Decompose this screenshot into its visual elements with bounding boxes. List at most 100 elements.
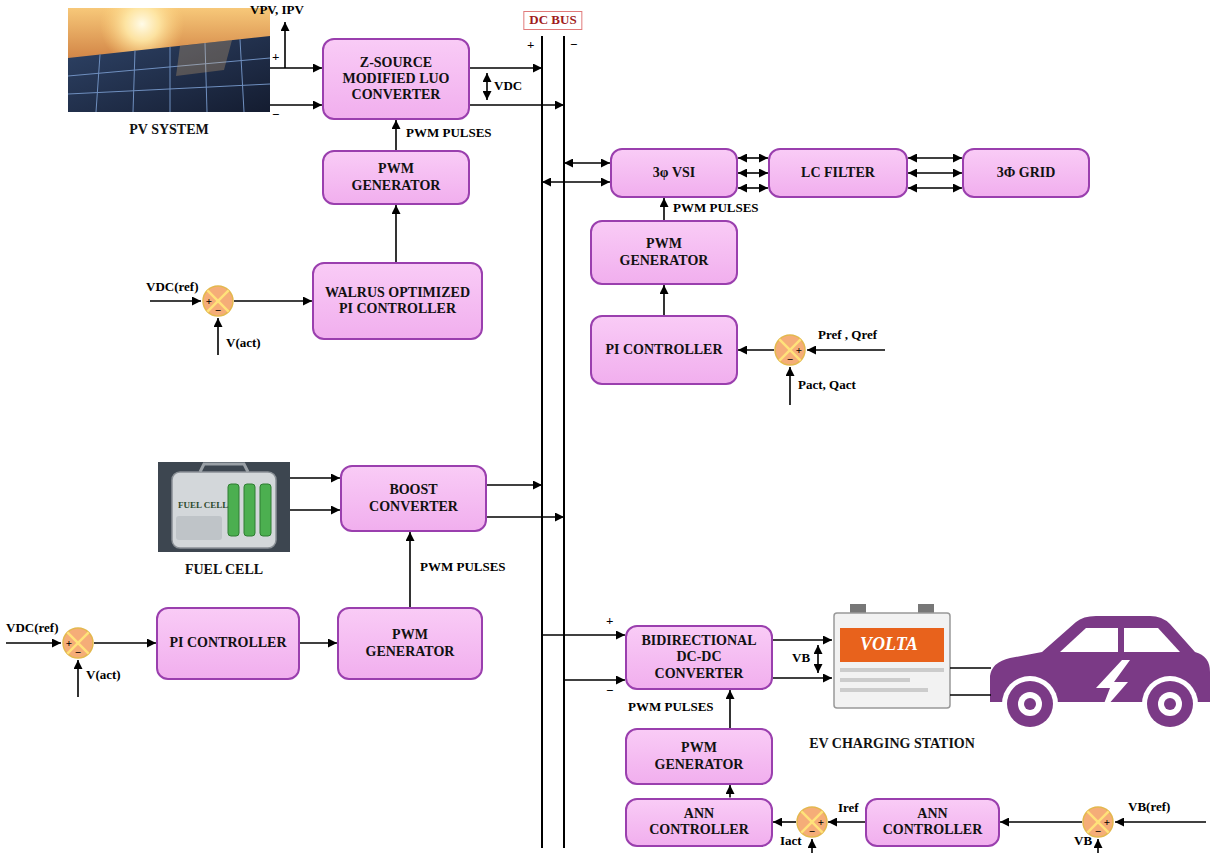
connector-arrow <box>663 198 665 220</box>
controller-box: ANN CONTROLLER <box>865 798 1000 847</box>
block-label: PWM GENERATOR <box>347 627 473 659</box>
summing-junction: +− <box>202 285 234 317</box>
connector-arrow <box>470 67 542 69</box>
electric-car-icon <box>1147 681 1193 727</box>
polarity-sign: + <box>606 614 613 629</box>
device-marking: FUEL CELL <box>178 500 228 510</box>
connector-arrow <box>300 642 337 644</box>
signal-label: VB(ref) <box>1128 800 1170 815</box>
signal-wire <box>284 22 286 68</box>
connector-arrow <box>395 120 397 150</box>
battery-picture <box>840 678 910 682</box>
pv-panel-photo <box>68 36 270 112</box>
signal-wire <box>486 73 488 100</box>
connector-arrow <box>773 677 832 679</box>
controller-box: WALRUS OPTIMIZED PI CONTROLLER <box>312 262 483 340</box>
connector-arrow <box>470 104 564 106</box>
converter-box: Z-SOURCE MODIFIED LUO CONVERTER <box>322 38 470 120</box>
electric-car-icon <box>990 616 1210 732</box>
converter-box: BIDIRECTIONAL DC-DC CONVERTER <box>625 625 773 690</box>
connector-arrow <box>738 349 774 351</box>
connector-arrow <box>234 300 312 302</box>
signal-label: Pact, Qact <box>798 378 856 393</box>
connector-arrow <box>487 484 542 486</box>
block-label: PI CONTROLLER <box>605 342 722 358</box>
electric-car-icon <box>1124 628 1180 652</box>
battery-picture <box>840 688 928 692</box>
block-label: LC FILTER <box>801 165 875 181</box>
block-label: ANN CONTROLLER <box>875 806 990 838</box>
electric-car-icon <box>1158 692 1182 716</box>
signal-wire <box>789 367 791 405</box>
signal-wire <box>77 660 79 697</box>
picture-caption: FUEL CELL <box>185 562 263 578</box>
signal-wire <box>807 349 885 351</box>
block-label: PWM GENERATOR <box>635 740 763 772</box>
signal-label: VB <box>1074 834 1092 849</box>
signal-label: V(act) <box>226 336 261 351</box>
pwm-generator-box: PWM GENERATOR <box>337 607 483 680</box>
battery-picture <box>834 613 950 708</box>
brand-marking: VOLTA <box>860 634 918 655</box>
sign-mark: + <box>796 345 802 356</box>
pv-panel-photo <box>176 40 232 76</box>
filter-box: LC FILTER <box>768 148 908 198</box>
pv-panel-photo <box>133 51 135 112</box>
pv-array-picture: PV SYSTEM <box>68 8 270 112</box>
block-label: BIDIRECTIONAL DC-DC CONVERTER <box>635 633 763 681</box>
battery-picture: EV CHARGING STATION <box>832 610 952 710</box>
connector-arrow <box>738 172 768 174</box>
pwm-generator-box: PWM GENERATOR <box>322 150 470 205</box>
block-label: BOOST CONVERTER <box>350 482 477 514</box>
polarity-sign: − <box>570 38 577 53</box>
connector-label: PWM PULSES <box>626 700 716 715</box>
block-label: PI CONTROLLER <box>169 635 286 651</box>
connector-arrow <box>729 785 731 798</box>
connector-label: Iref <box>836 801 861 816</box>
connector-arrow <box>542 634 625 636</box>
connector-arrow <box>663 285 665 315</box>
connector-arrow <box>94 642 156 644</box>
battery-picture <box>840 668 944 672</box>
signal-label: VB <box>792 651 810 666</box>
signal-wire <box>1097 839 1099 853</box>
electric-car-icon <box>1142 676 1198 732</box>
connector-arrow <box>908 172 962 174</box>
sign-mark: − <box>1095 826 1101 837</box>
signal-wire <box>6 642 61 644</box>
connector-arrow <box>908 187 962 189</box>
sign-mark: − <box>809 826 815 837</box>
signal-wire <box>6 22 1206 853</box>
signal-wire <box>1115 821 1206 823</box>
fuel-cell-photo <box>172 472 276 548</box>
connector-label: PWM PULSES <box>671 201 761 216</box>
signal-wire <box>950 694 991 696</box>
fuel-cell-photo <box>158 462 290 552</box>
block-label: 3φ VSI <box>653 165 696 181</box>
connector-arrow <box>487 516 564 518</box>
signal-wire <box>217 318 219 355</box>
signal-label: VDC(ref) <box>146 280 198 295</box>
connector-arrow <box>564 679 625 681</box>
connector-arrow <box>1000 821 1082 823</box>
block-label: ANN CONTROLLER <box>635 806 763 838</box>
connector-arrow <box>738 157 768 159</box>
picture-caption: PV SYSTEM <box>129 122 208 138</box>
signal-wire <box>811 839 813 853</box>
inverter-box: 3φ VSI <box>610 148 738 198</box>
controller-box: PI CONTROLLER <box>590 315 738 385</box>
signal-label: Pref , Qref <box>818 328 877 343</box>
sign-mark: + <box>66 638 72 649</box>
fuel-cell-photo <box>260 484 271 536</box>
block-label: Z-SOURCE MODIFIED LUO CONVERTER <box>332 55 460 103</box>
connector-arrow <box>290 477 340 479</box>
sign-mark: + <box>818 817 824 828</box>
pwm-generator-box: PWM GENERATOR <box>625 728 773 785</box>
pv-panel-photo <box>96 55 100 113</box>
connector-arrow <box>908 157 962 159</box>
controller-box: ANN CONTROLLER <box>625 798 773 847</box>
fuel-cell-photo <box>176 516 222 540</box>
polarity-sign: + <box>272 50 279 65</box>
